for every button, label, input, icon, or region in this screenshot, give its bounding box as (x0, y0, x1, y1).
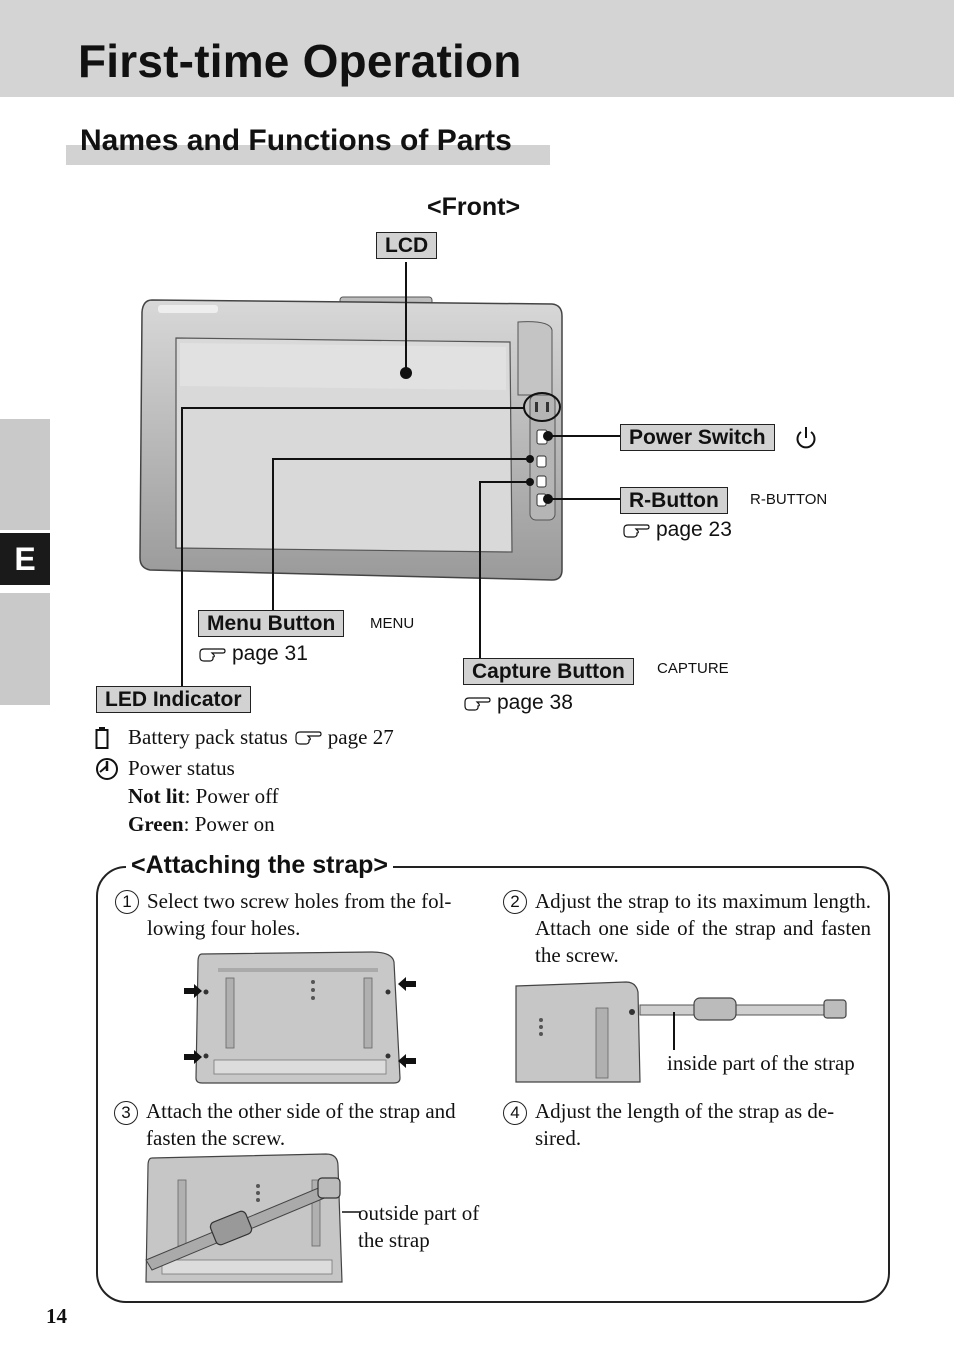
battery-status-page-ref: page 27 (327, 725, 394, 749)
power-switch-label: Power Switch (620, 424, 775, 451)
menu-button-page-ref: page 31 (198, 642, 308, 666)
capture-button-label: Capture Button (463, 658, 634, 685)
strap-attached-one-side-illustration (515, 981, 847, 1083)
strap-section-frame (96, 866, 890, 1303)
header-band (0, 0, 954, 97)
capture-button-page-ref-text: page 38 (497, 691, 573, 714)
side-tab-e: E (0, 533, 50, 585)
outside-strap-caption-line-1: outside part of (358, 1201, 480, 1225)
lcd-label: LCD (376, 232, 438, 259)
not-lit-value: : Power off (184, 784, 279, 808)
side-tab-upper (0, 419, 50, 530)
green-term: Green (128, 812, 184, 836)
power-status-text: Power status (128, 756, 235, 780)
front-heading: <Front> (427, 193, 521, 221)
step-1-number: 1 (115, 890, 139, 914)
pointing-hand-icon (464, 697, 491, 711)
pointing-hand-icon (295, 731, 322, 745)
battery-icon (95, 727, 109, 749)
menu-button-marking: MENU (370, 615, 415, 632)
front-device-illustration (139, 262, 620, 687)
capture-button-marking: CAPTURE (657, 660, 729, 677)
page-title: First-time Operation (78, 35, 522, 87)
device-back-four-holes-illustration (184, 951, 416, 1084)
strap-heading: <Attaching the strap> (126, 851, 393, 880)
r-button-page-ref-text: page 23 (656, 518, 732, 541)
page-number: 14 (46, 1304, 67, 1328)
menu-button-page-ref-text: page 31 (232, 642, 308, 665)
pointing-hand-icon (623, 524, 650, 538)
green-value: : Power on (183, 812, 275, 836)
battery-status-line: Battery pack status page 27 (128, 723, 394, 751)
battery-status-text: Battery pack status (128, 725, 288, 749)
section-heading: Names and Functions of Parts (80, 124, 512, 157)
step-3-number: 3 (114, 1101, 138, 1125)
r-button-page-ref: page 23 (622, 518, 732, 542)
outside-strap-caption-line-2: the strap (358, 1228, 430, 1252)
menu-button-label: Menu Button (198, 610, 345, 637)
capture-button-page-ref: page 38 (463, 691, 573, 715)
inside-strap-caption: inside part of the strap (667, 1051, 855, 1075)
not-lit-term: Not lit (128, 784, 185, 808)
r-button-marking: R-BUTTON (750, 491, 828, 508)
pointing-hand-icon (199, 648, 226, 662)
not-lit-line: Not lit: Power off (128, 782, 279, 810)
power-symbol-icon (796, 427, 816, 449)
strap-attached-both-sides-illustration (145, 1153, 360, 1283)
power-status-icon (96, 758, 118, 780)
led-indicator-label: LED Indicator (96, 686, 251, 713)
step-4-text: Adjust the length of the strap as de-sir… (535, 1099, 835, 1150)
side-tab-lower (0, 593, 50, 705)
step-2-text: Adjust the strap to its maximum length. … (535, 889, 871, 967)
step-1-text: Select two screw holes from the fol-lowi… (147, 889, 452, 940)
step-3-text: Attach the other side of the strap and f… (146, 1099, 456, 1150)
step-2-number: 2 (503, 890, 527, 914)
r-button-label: R-Button (620, 487, 728, 514)
step-4-number: 4 (503, 1101, 527, 1125)
section-underline-bar (66, 145, 550, 165)
green-line: Green: Power on (128, 810, 275, 838)
